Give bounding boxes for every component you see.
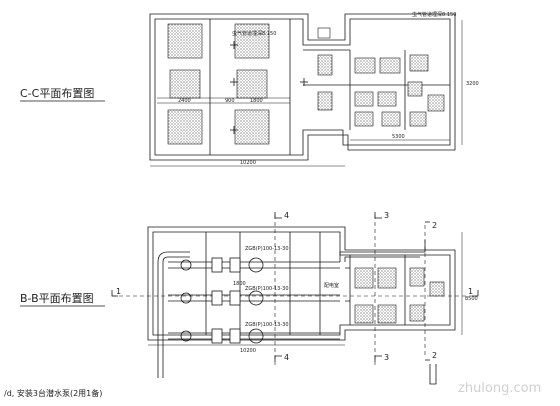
bb-pump xyxy=(180,259,192,271)
bb-title: B-B平面布置图 xyxy=(20,292,94,305)
cc-block xyxy=(354,91,374,107)
bb-dim-total: 10200 xyxy=(240,348,256,354)
bb-header-bend xyxy=(157,251,190,263)
bb-block xyxy=(409,304,425,322)
bb-pump xyxy=(248,290,264,306)
footnote: /d, 安装3台潜水泵(2用1备) xyxy=(4,388,102,398)
cc-block xyxy=(354,111,374,127)
cc-markers xyxy=(230,41,308,134)
cc-block xyxy=(236,69,268,99)
bb-pump xyxy=(248,328,264,344)
bb-outer-wall xyxy=(147,226,456,341)
bb-block xyxy=(377,304,397,324)
cc-block xyxy=(234,109,270,145)
section-label-3-bottom: 3 xyxy=(384,353,389,362)
bb-valve xyxy=(229,328,241,344)
cc-block xyxy=(167,109,203,145)
section-label-4-bottom: 4 xyxy=(284,353,289,362)
bb-dim-1800: 1800 xyxy=(233,281,246,287)
bb-pump-label: ZGB(P)100-13-30 xyxy=(245,286,289,292)
section-label-4-top: 4 xyxy=(284,211,289,220)
bb-pump xyxy=(180,330,192,342)
cc-block xyxy=(317,54,333,76)
cc-block xyxy=(317,91,333,111)
cc-block xyxy=(169,69,201,99)
bb-valve xyxy=(229,257,241,273)
bb-block xyxy=(354,304,374,324)
cc-block xyxy=(409,111,427,127)
bb-plan xyxy=(112,215,478,365)
bb-pump-label: ZGB(P)100-13-30 xyxy=(245,246,289,252)
cc-block xyxy=(234,23,270,59)
section-label-2-top: 2 xyxy=(432,221,437,230)
cc-tank-blocks xyxy=(167,23,445,145)
cc-dim-3200: 3200 xyxy=(466,81,479,87)
section-label-1-right: 1 xyxy=(468,287,473,296)
cc-pipe-note-left: 虫气管道埋深8:150 xyxy=(232,30,276,37)
bb-outlet-pipe xyxy=(345,267,350,302)
bb-block xyxy=(429,281,445,297)
cc-block xyxy=(381,111,401,127)
bb-dim-side: 8500 xyxy=(465,296,478,302)
cc-dim-2400: 2400 xyxy=(178,98,191,104)
cc-dim-1800: 1800 xyxy=(250,98,263,104)
bb-block xyxy=(354,267,374,289)
bb-valve xyxy=(211,328,223,344)
bb-pumps xyxy=(157,240,426,378)
cc-block xyxy=(167,23,203,59)
cc-block xyxy=(407,81,423,97)
section-label-3-top: 3 xyxy=(384,211,389,220)
bb-pump xyxy=(248,257,264,273)
watermark: zhulong.com xyxy=(458,381,541,396)
cc-block xyxy=(377,91,397,107)
bb-block xyxy=(409,267,425,287)
section-label-1-left: 1 xyxy=(116,287,121,296)
bb-equipment xyxy=(354,267,445,324)
bb-header-pipe xyxy=(157,262,164,378)
cc-inner-wall xyxy=(154,18,451,156)
cc-dim-total: 10200 xyxy=(240,160,256,166)
bb-valve xyxy=(229,290,241,306)
cc-block xyxy=(427,94,445,112)
cc-title: C-C平面布置图 xyxy=(20,87,94,100)
bb-pump-label: ZGB(P)100-13-30 xyxy=(245,322,289,328)
cc-block xyxy=(409,54,429,72)
cc-block xyxy=(317,27,331,39)
bb-outlet-pipe xyxy=(339,240,426,262)
cc-dim-5300: 5300 xyxy=(392,134,405,140)
bb-valve xyxy=(211,290,223,306)
cc-block xyxy=(379,57,401,74)
bb-valve xyxy=(211,257,223,273)
bb-block xyxy=(377,267,397,289)
cc-outer-wall xyxy=(149,13,456,161)
cc-plan xyxy=(149,13,463,167)
bb-section-markers xyxy=(111,212,479,385)
bb-inner-wall xyxy=(152,231,451,336)
cc-block xyxy=(354,57,376,74)
cc-dim-900: 900 xyxy=(225,98,235,104)
section-label-2-bottom: 2 xyxy=(432,351,437,360)
bb-pump xyxy=(180,292,192,304)
bb-room-label: 配电室 xyxy=(324,282,339,289)
cc-pipe-note-right: 虫气管道埋深8:150 xyxy=(412,11,456,18)
